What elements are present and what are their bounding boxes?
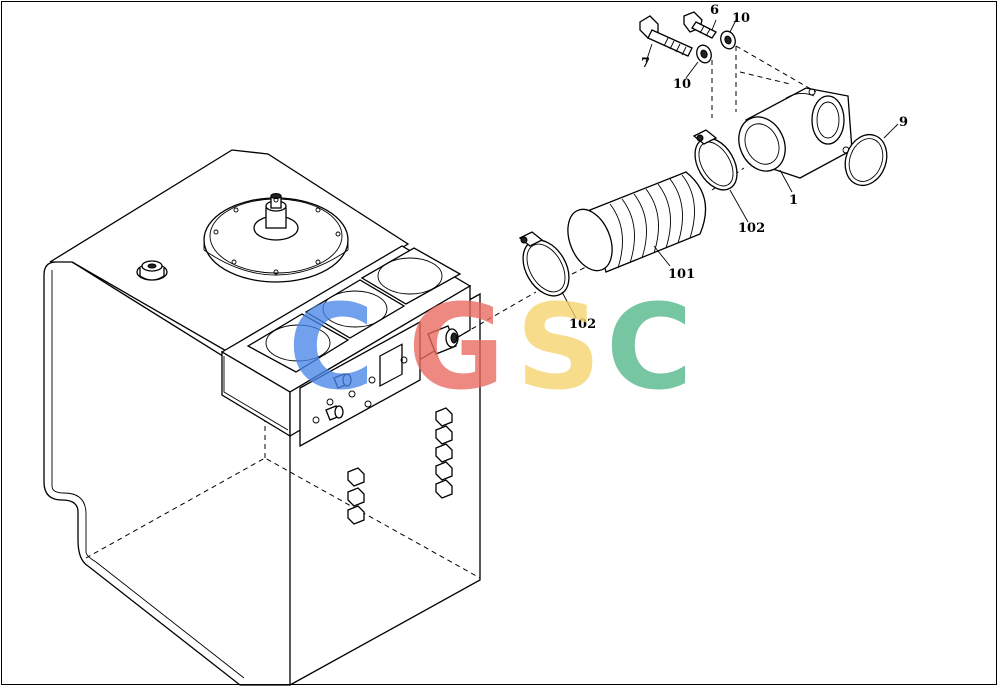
watermark-letter-s: S <box>516 278 601 416</box>
callout-1: 1 <box>789 193 798 208</box>
callout-102-lower: 102 <box>569 317 596 332</box>
valve-plugs <box>325 373 352 421</box>
bolts-and-washers <box>639 11 817 118</box>
hose-clamp-upper <box>692 129 738 191</box>
callout-10-upper: 10 <box>732 11 750 26</box>
flange-elbow <box>738 87 853 179</box>
callout-9: 9 <box>899 115 908 130</box>
callout-102-upper: 102 <box>738 221 765 236</box>
leader-lines <box>561 19 899 319</box>
o-ring <box>844 133 888 187</box>
filter-housings <box>246 247 462 373</box>
callout-101: 101 <box>668 267 695 282</box>
side-fittings <box>347 407 453 525</box>
callout-7: 7 <box>641 56 650 71</box>
watermark-letter-g: G <box>408 278 505 416</box>
corrugated-hose <box>567 171 707 273</box>
cgsc-watermark: C G S C <box>288 278 693 416</box>
watermark-letter-c2: C <box>606 278 693 416</box>
watermark-letter-c1: C <box>288 278 375 416</box>
callout-6: 6 <box>710 3 719 18</box>
callout-10-lower: 10 <box>673 77 691 92</box>
callout-labels: 1 6 7 9 10 10 101 102 102 <box>569 3 908 332</box>
hydraulic-tank <box>43 149 481 686</box>
hose-clamp-lower <box>518 231 570 297</box>
